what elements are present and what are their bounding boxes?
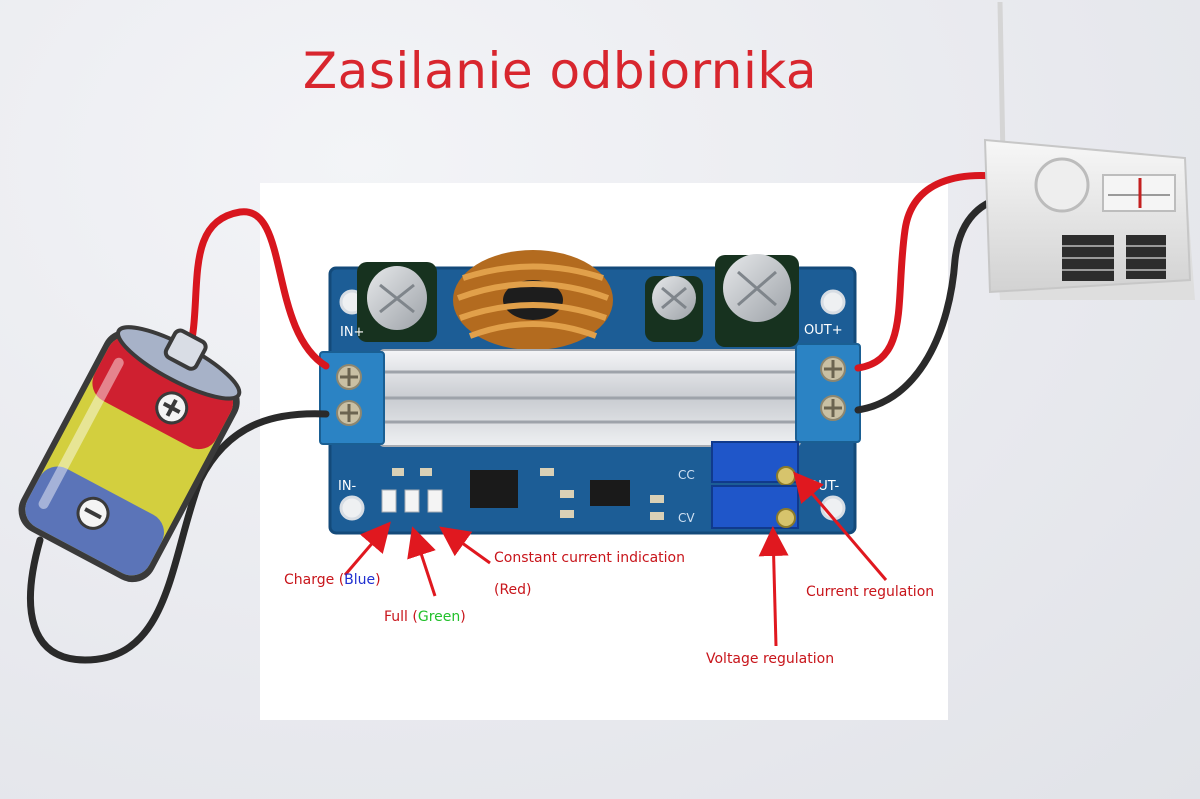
annotation-arrows [343,471,888,647]
silk-in-plus: IN+ [340,325,364,340]
label-full: Full (Green) [384,609,466,625]
voltage-potentiometer [711,485,799,529]
silk-out-minus: OUT- [808,479,839,494]
battery-icon [18,325,242,583]
label-charge: Charge (Blue) [284,572,381,588]
page-title: Zasilanie odbiornika [302,42,818,100]
led-full [404,489,420,513]
led-charge [381,489,397,513]
ic-chip [590,480,630,506]
arrow-full [407,526,437,597]
ic-chip [470,470,518,508]
capacitor-3 [715,254,799,347]
antenna [997,1,1006,159]
wire-battery-positive [184,208,330,370]
arrow-voltage-regulation [758,526,789,647]
silk-cv: CV [678,511,695,525]
radio-icon [983,1,1195,300]
wires [27,172,1014,664]
output-terminal-block [795,343,861,443]
toroid-inductor [453,250,613,350]
silk-out-plus: OUT+ [804,323,843,338]
capacitor-1 [357,262,437,342]
wire-radio-negative [854,192,1014,414]
label-voltage-regulation: Voltage regulation [706,651,835,667]
wire-radio-positive [854,172,1014,372]
wire-battery-negative [27,410,330,664]
heatsink [379,349,801,447]
mounting-hole [339,495,365,521]
buck-boost-module: IN+ IN- OUT+ OUT- CC CV [319,250,861,535]
arrow-current-regulation [793,471,888,581]
tuning-knob [1034,157,1090,213]
arrow-charge [343,521,391,576]
led-constant-current [427,489,443,513]
arrow-constant-current [439,526,491,565]
capacitor-2 [645,276,703,342]
label-constant-current: Constant current indication [494,550,685,566]
label-current-regulation: Current regulation [806,584,935,600]
silk-in-minus: IN- [338,479,357,494]
input-terminal-block [319,351,385,445]
silk-cc: CC [678,468,695,482]
current-potentiometer [711,441,799,486]
mounting-hole [820,289,846,315]
label-constant-current-color: (Red) [494,582,532,598]
